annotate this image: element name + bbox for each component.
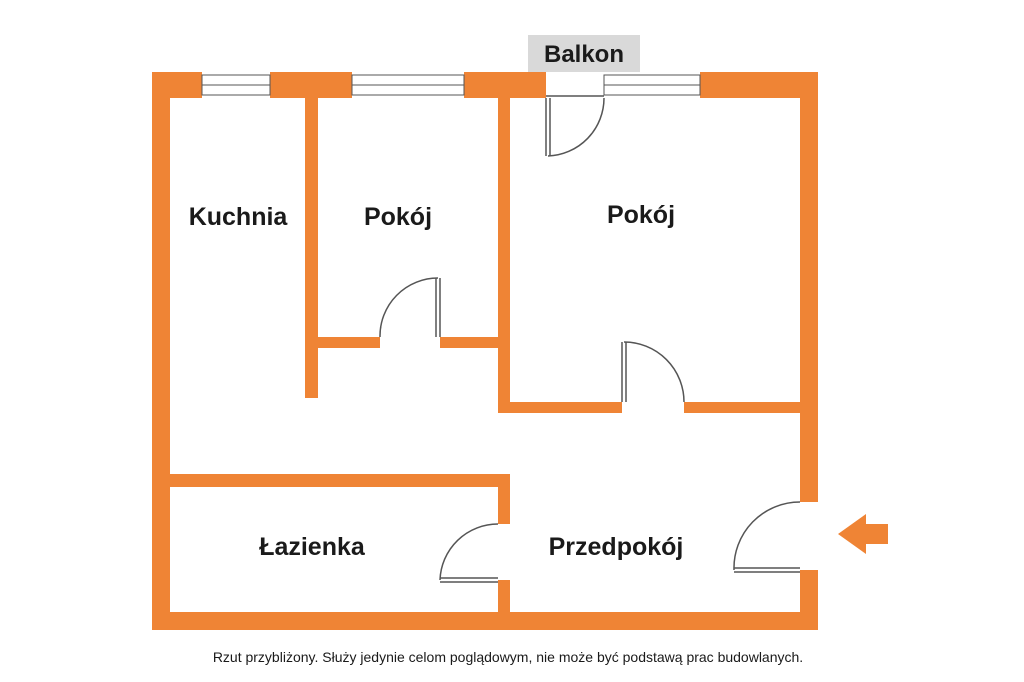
door-bathroom [439,523,499,583]
outer-wall-left [152,72,170,630]
balcony-box [528,35,640,72]
outer-wall-right-bottom [800,570,818,630]
wall-room-small-bottom-left [305,337,380,348]
wall-bathroom-top [152,474,510,487]
outer-wall-right-top [800,72,818,502]
wall-bathroom-hall-top [498,474,510,524]
outer-wall-top-3 [464,72,546,98]
outer-wall-bottom [152,612,818,630]
door-room-large [621,341,685,403]
room-label-room-large: Pokój [607,201,675,229]
entrance-arrow-icon [838,514,888,554]
door-room-small [379,277,441,338]
door-entrance [733,501,801,573]
wall-room-small-bottom-right [440,337,510,348]
wall-room-room [498,98,510,412]
outer-wall-top-2 [270,72,352,98]
walls [152,72,818,630]
room-label-bathroom: Łazienka [259,533,366,561]
outer-wall-top-4 [700,72,818,98]
doors [379,95,801,583]
wall-room-large-bottom-right [684,402,804,413]
windows [201,74,701,96]
room-label-room-small: Pokój [364,203,432,231]
wall-kitchen-room [305,98,318,398]
wall-room-large-bottom-left [498,402,622,413]
balcony: Balkon [528,35,640,72]
room-label-kitchen: Kuchnia [189,203,289,231]
disclaimer-caption: Rzut przybliżony. Służy jedynie celom po… [213,649,803,665]
balcony-label: Balkon [544,41,624,68]
wall-bathroom-hall-bottom [498,580,510,630]
room-label-hallway: Przedpokój [549,533,684,561]
door-balcony [545,95,605,157]
